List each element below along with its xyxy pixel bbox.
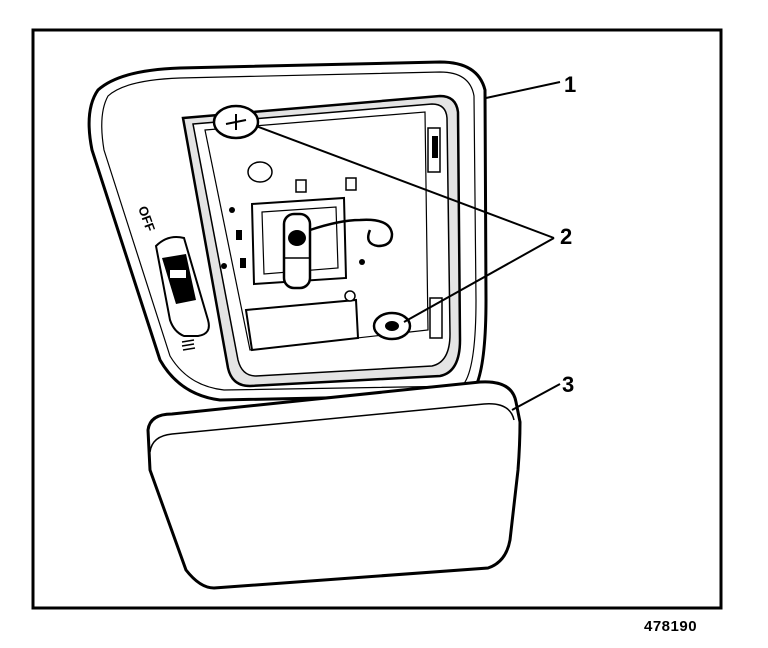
screw-upper: [212, 104, 260, 140]
leader-line-3: [511, 383, 561, 411]
leader-line-1: [485, 81, 561, 99]
leader-line-2a: [255, 125, 555, 239]
leader-lines: [255, 81, 561, 411]
switch-on-marks: [181, 339, 196, 351]
screw-lower: [372, 311, 412, 341]
figure-number: 478190: [644, 618, 698, 635]
callout-2: 2: [560, 224, 572, 249]
lamp-lens: [146, 380, 522, 590]
leader-line-2b: [403, 237, 555, 323]
callout-3: 3: [562, 372, 574, 397]
lamp-switch: OFF: [135, 204, 210, 351]
callout-1: 1: [564, 72, 576, 97]
bulb-socket-assembly: [221, 161, 394, 352]
